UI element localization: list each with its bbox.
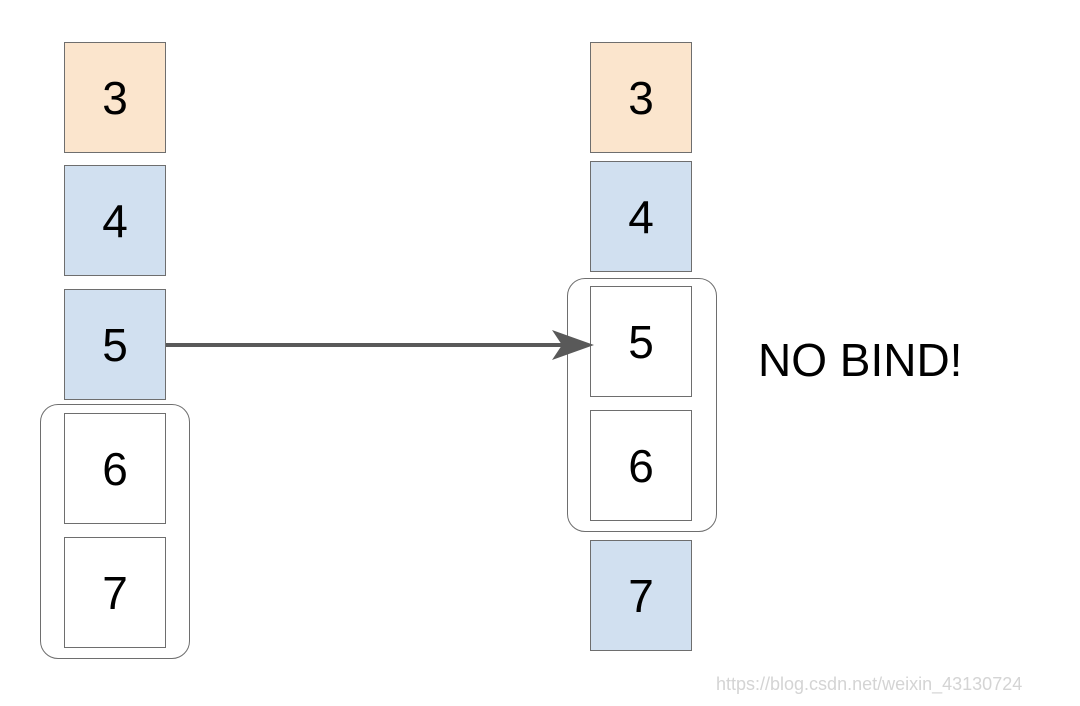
right-cell-7: 7 bbox=[590, 540, 692, 651]
watermark-text: https://blog.csdn.net/weixin_43130724 bbox=[716, 674, 1023, 694]
right-cell-6: 6 bbox=[590, 410, 692, 521]
left-cell-7: 7 bbox=[64, 537, 166, 648]
no-bind-label: NO BIND! bbox=[758, 334, 963, 386]
left-group-outline bbox=[40, 404, 190, 659]
left-cell-3: 3 bbox=[64, 42, 166, 153]
right-cell-5: 5 bbox=[590, 286, 692, 397]
left-cell-4: 4 bbox=[64, 165, 166, 276]
right-cell-4: 4 bbox=[590, 161, 692, 272]
right-cell-3: 3 bbox=[590, 42, 692, 153]
left-cell-5: 5 bbox=[64, 289, 166, 400]
right-group-outline bbox=[567, 278, 717, 532]
left-cell-6: 6 bbox=[64, 413, 166, 524]
